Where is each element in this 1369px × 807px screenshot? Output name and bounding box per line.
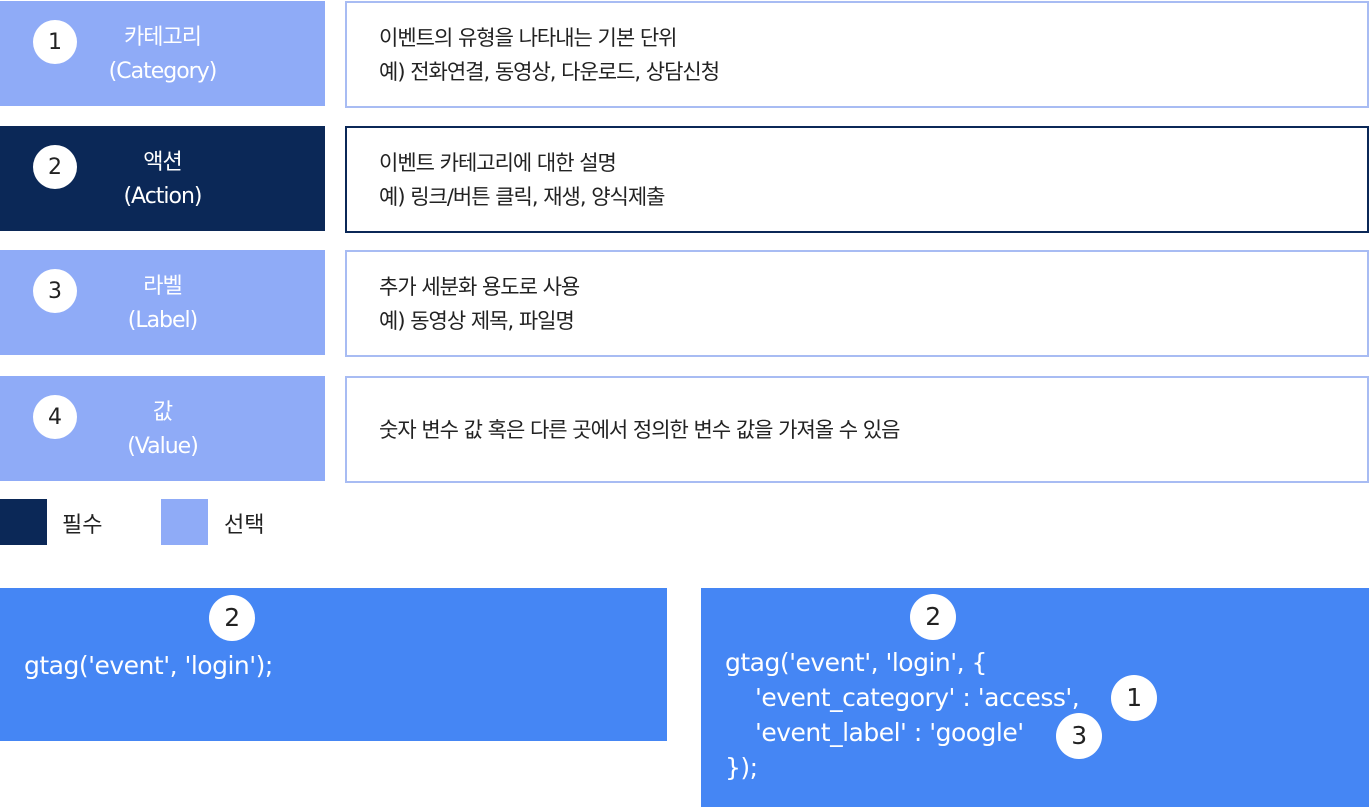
label-box-category: 1 카테고리 (Category) xyxy=(0,1,325,106)
description-lines: 숫자 변수 값 혹은 다른 곳에서 정의한 변수 값을 가져올 수 있음 xyxy=(379,413,900,447)
label-name-en: (Action) xyxy=(123,184,202,209)
number-badge: 2 xyxy=(910,594,956,640)
legend-label-required: 필수 xyxy=(62,513,103,538)
label-name: 값 xyxy=(152,400,173,425)
code-line: }); xyxy=(725,753,758,782)
description-line: 추가 세분화 용도로 사용 xyxy=(379,275,580,299)
number-badge: 4 xyxy=(33,395,77,439)
example-line: 예) 링크/버튼 클릭, 재생, 양식제출 xyxy=(379,185,665,209)
description-line: 이벤트의 유형을 나타내는 기본 단위 xyxy=(379,26,678,50)
code-line: 'event_category' : 'access', xyxy=(755,683,1080,712)
number-badge: 3 xyxy=(33,269,77,313)
number-badge: 1 xyxy=(33,20,77,64)
label-name-en: (Category) xyxy=(108,59,218,84)
label-box-label: 3 라벨 (Label) xyxy=(0,250,325,355)
legend-label-optional: 선택 xyxy=(224,513,265,538)
description-box: 추가 세분화 용도로 사용 예) 동영상 제목, 파일명 xyxy=(345,250,1369,357)
row-label: 3 라벨 (Label) 추가 세분화 용도로 사용 예) 동영상 제목, 파일… xyxy=(0,250,1369,357)
description-lines: 추가 세분화 용도로 사용 예) 동영상 제목, 파일명 xyxy=(379,270,580,338)
number-badge: 1 xyxy=(1111,675,1157,721)
label-text: 액션 (Action) xyxy=(95,146,230,214)
example-line: 예) 동영상 제목, 파일명 xyxy=(379,309,575,333)
label-box-action: 2 액션 (Action) xyxy=(0,126,325,231)
code-example-basic: 2 gtag('event', 'login'); xyxy=(0,588,667,741)
description-line: 이벤트 카테고리에 대한 설명 xyxy=(379,151,617,175)
description-line: 숫자 변수 값 혹은 다른 곳에서 정의한 변수 값을 가져올 수 있음 xyxy=(379,418,900,442)
code-example-extended: 2 gtag('event', 'login', { 'event_catego… xyxy=(701,588,1369,807)
code-line: gtag('event', 'login', { xyxy=(725,648,987,677)
description-lines: 이벤트의 유형을 나타내는 기본 단위 예) 전화연결, 동영상, 다운로드, … xyxy=(379,21,720,89)
label-name: 카테고리 xyxy=(124,25,202,50)
number-badge: 3 xyxy=(1056,713,1102,759)
label-text: 값 (Value) xyxy=(95,396,230,464)
label-text: 라벨 (Label) xyxy=(95,270,230,338)
number-badge: 2 xyxy=(33,145,77,189)
description-box: 숫자 변수 값 혹은 다른 곳에서 정의한 변수 값을 가져올 수 있음 xyxy=(345,376,1369,483)
example-line: 예) 전화연결, 동영상, 다운로드, 상담신청 xyxy=(379,60,720,84)
legend-swatch-optional xyxy=(161,499,208,545)
label-name-en: (Label) xyxy=(127,308,199,333)
description-box: 이벤트 카테고리에 대한 설명 예) 링크/버튼 클릭, 재생, 양식제출 xyxy=(345,126,1369,233)
label-name: 라벨 xyxy=(143,274,182,299)
label-box-value: 4 값 (Value) xyxy=(0,376,325,481)
label-name-en: (Value) xyxy=(127,434,199,459)
number-badge: 2 xyxy=(209,595,255,641)
description-box: 이벤트의 유형을 나타내는 기본 단위 예) 전화연결, 동영상, 다운로드, … xyxy=(345,1,1369,108)
label-name: 액션 xyxy=(143,150,182,175)
code-line: 'event_label' : 'google' xyxy=(755,718,1024,747)
code-line: gtag('event', 'login'); xyxy=(24,651,273,680)
row-action: 2 액션 (Action) 이벤트 카테고리에 대한 설명 예) 링크/버튼 클… xyxy=(0,126,1369,233)
legend-swatch-required xyxy=(0,499,47,545)
description-lines: 이벤트 카테고리에 대한 설명 예) 링크/버튼 클릭, 재생, 양식제출 xyxy=(379,146,665,214)
row-value: 4 값 (Value) 숫자 변수 값 혹은 다른 곳에서 정의한 변수 값을 … xyxy=(0,376,1369,483)
label-text: 카테고리 (Category) xyxy=(95,21,230,89)
row-category: 1 카테고리 (Category) 이벤트의 유형을 나타내는 기본 단위 예)… xyxy=(0,1,1369,108)
